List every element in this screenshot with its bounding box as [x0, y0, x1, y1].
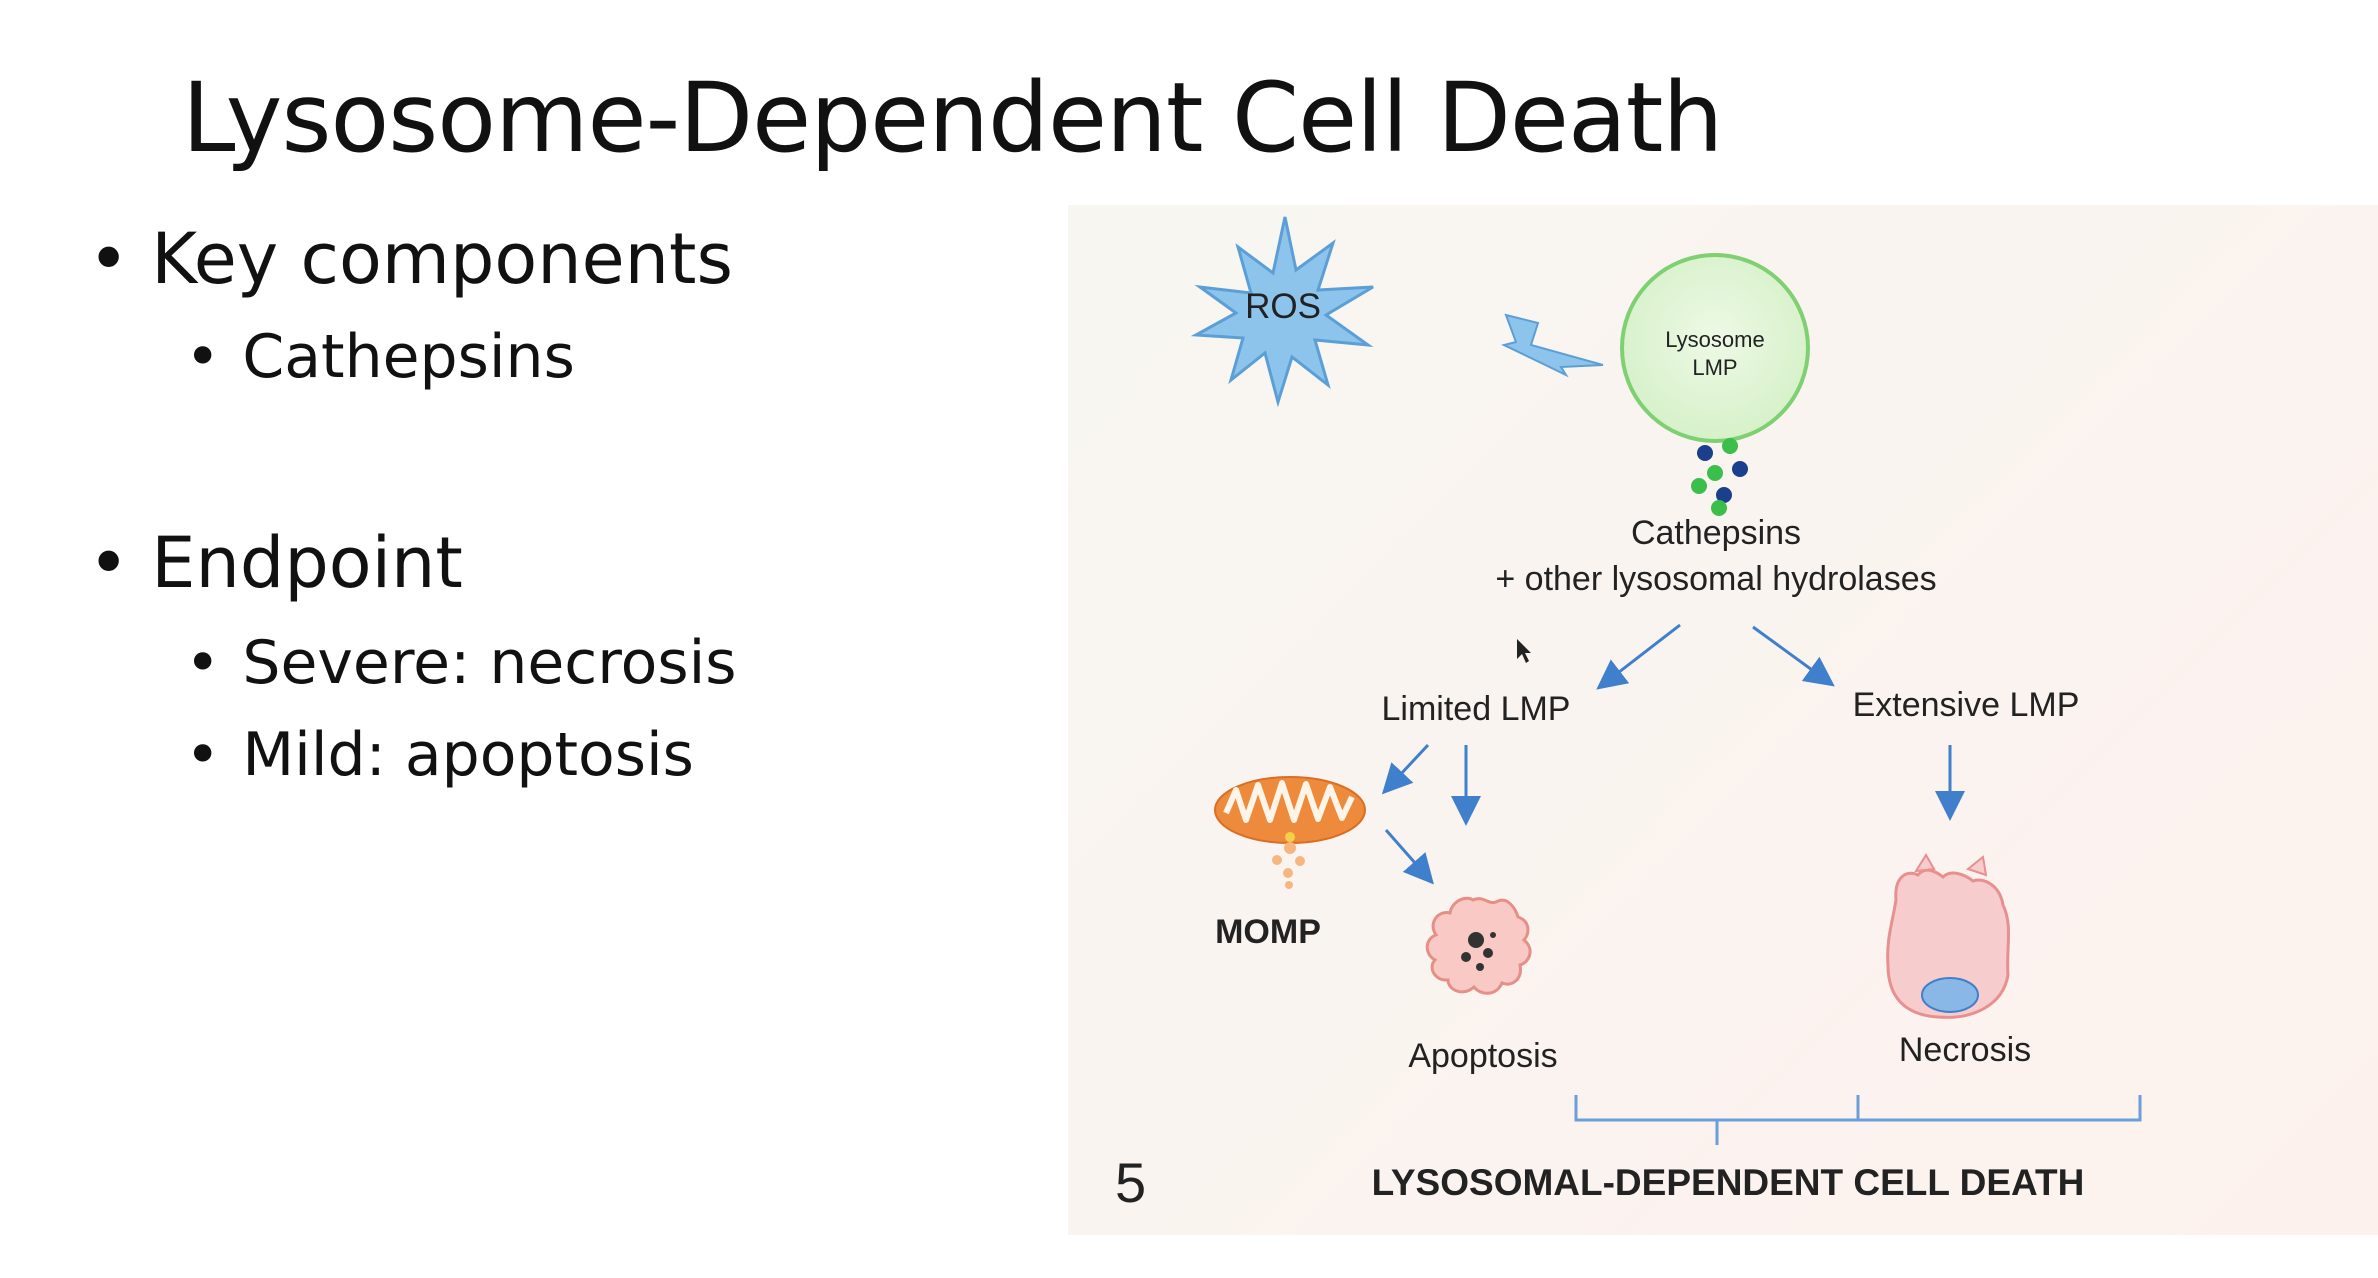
bullet-text: Endpoint: [151, 522, 463, 604]
bullet-dot-icon: •: [185, 322, 221, 392]
arrow-to-limited: [1596, 623, 1681, 690]
ros-starburst-icon: [1190, 216, 1374, 408]
lysosome-lmp-label: LMP: [1692, 355, 1737, 380]
bullet-list: • Key components • Cathepsins • Endpoint • S…: [0, 0, 1050, 900]
sub-bullet-cathepsins: • Cathepsins: [185, 322, 575, 392]
hydrolases-label: + other lysosomal hydrolases: [1495, 560, 1936, 598]
cathepsin-dots-icon: [1691, 438, 1748, 516]
necrosis-label: Necrosis: [1899, 1031, 2031, 1069]
limited-lmp-label: Limited LMP: [1382, 690, 1571, 728]
lysosome-death-diagram: ROS Lysosome LMP Cathepsins + other lyso…: [1068, 205, 2378, 1235]
bullet-text: Key components: [151, 218, 733, 300]
bullet-dot-icon: •: [185, 720, 221, 790]
momp-label: MOMP: [1215, 913, 1321, 951]
extensive-lmp-label: Extensive LMP: [1853, 686, 2080, 724]
bullet-text: Mild: apoptosis: [242, 720, 694, 790]
apoptotic-cell-icon: [1425, 896, 1532, 995]
necrotic-cell-icon: [1886, 853, 2011, 1019]
bullet-text: Cathepsins: [242, 322, 575, 392]
cathepsins-label: Cathepsins: [1631, 514, 1801, 552]
ros-label: ROS: [1245, 287, 1321, 326]
slide-title: Lysosome-Dependent Cell Death: [182, 62, 1723, 174]
bullet-key-components: • Key components: [88, 218, 733, 300]
bullet-dot-icon: •: [88, 218, 130, 300]
lysosome-icon: [1620, 253, 1810, 443]
apoptosis-label: Apoptosis: [1408, 1037, 1557, 1075]
figure-number: 5: [1115, 1151, 1146, 1214]
bullet-dot-icon: •: [185, 628, 221, 698]
arrow-to-mitochondria: [1381, 743, 1430, 795]
bullet-endpoint: • Endpoint: [88, 522, 463, 604]
bullet-text: Severe: necrosis: [242, 628, 737, 698]
footer-label: LYSOSOMAL-DEPENDENT CELL DEATH: [1372, 1162, 2085, 1203]
mouse-cursor-icon: [1517, 639, 1531, 663]
arrow-momp-to-apoptosis: [1384, 829, 1434, 885]
sub-bullet-mild: • Mild: apoptosis: [185, 720, 694, 790]
bracket-icon: [1574, 1095, 2142, 1145]
bullet-dot-icon: •: [88, 522, 130, 604]
lysosome-label: Lysosome: [1665, 327, 1764, 352]
mitochondria-icon: [1214, 776, 1366, 889]
lightning-bolt-icon: [1501, 313, 1604, 378]
sub-bullet-severe: • Severe: necrosis: [185, 628, 737, 698]
arrow-to-extensive: [1752, 625, 1835, 687]
